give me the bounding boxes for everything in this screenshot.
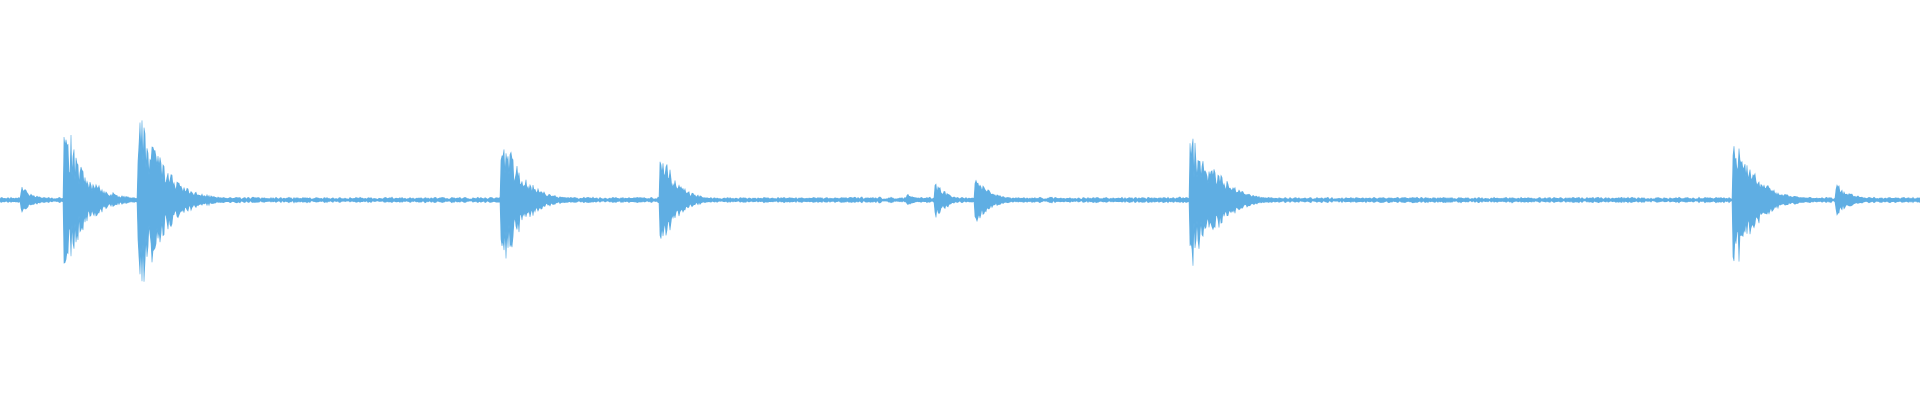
waveform-envelope bbox=[0, 120, 1920, 282]
